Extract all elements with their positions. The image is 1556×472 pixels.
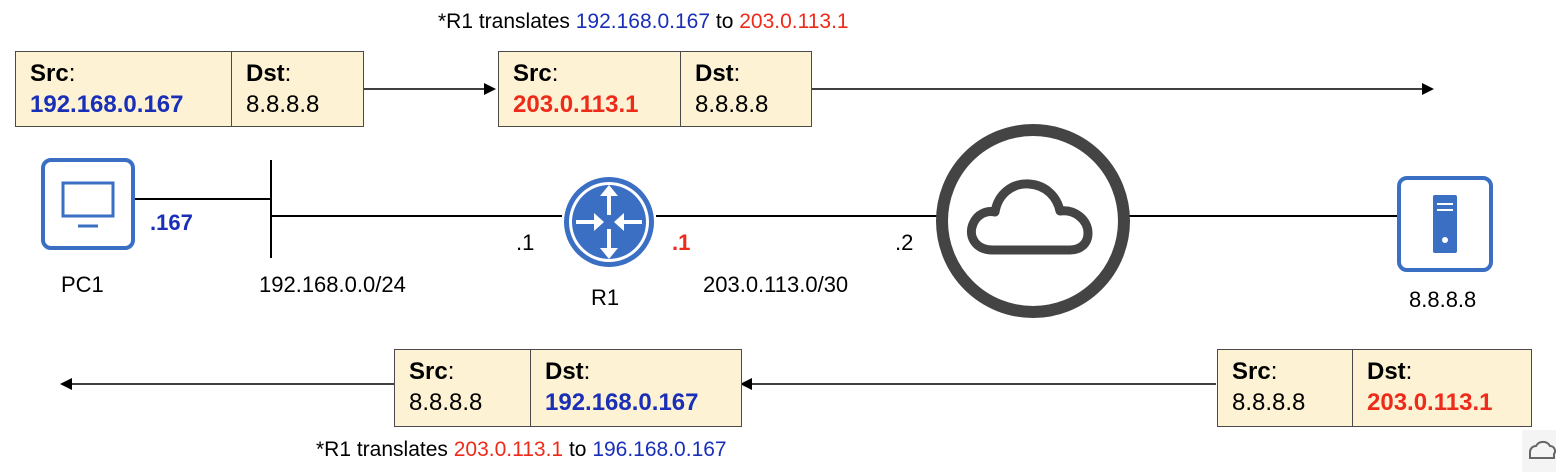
dst-label: Dst	[246, 60, 285, 87]
note-from-address: 203.0.113.1	[453, 438, 564, 461]
note-to-address: 196.168.0.167	[592, 438, 727, 461]
packet-header-outbound-private: Src: 192.168.0.167 Dst: 8.8.8.8	[15, 51, 364, 127]
note-to-address: 203.0.113.1	[739, 10, 849, 33]
pc1-interface-label: .167	[150, 210, 193, 235]
bottom-translation-note: *R1 translates 203.0.113.1 to 196.168.0.…	[316, 438, 727, 462]
note-text: *R1 translates	[316, 438, 454, 461]
server-icon	[1397, 176, 1493, 272]
dst-address: 192.168.0.167	[545, 389, 699, 416]
note-text: *R1 translates	[438, 10, 576, 33]
pc-icon	[41, 158, 135, 250]
src-label: Src	[1232, 358, 1271, 385]
isp-interface-label: .2	[895, 230, 914, 255]
r1-lan-interface-label: .1	[516, 230, 535, 255]
wan-network-label: 203.0.113.0/30	[703, 272, 849, 297]
note-text: to	[710, 10, 740, 33]
dst-label: Dst	[1367, 358, 1406, 385]
watermark-icon	[1522, 430, 1556, 472]
dst-label: Dst	[545, 358, 584, 385]
r1-label: R1	[591, 285, 620, 310]
router-icon	[564, 177, 654, 267]
label-colon: :	[1270, 358, 1278, 385]
src-label: Src	[409, 358, 448, 385]
dst-address: 8.8.8.8	[695, 91, 769, 118]
lan-network-label: 192.168.0.0/24	[259, 272, 406, 297]
top-translation-note: *R1 translates 192.168.0.167 to 203.0.11…	[438, 10, 849, 34]
src-address: 192.168.0.167	[30, 91, 184, 118]
label-colon: :	[1405, 358, 1413, 385]
note-text: to	[563, 438, 593, 461]
server-label: 8.8.8.8	[1409, 287, 1477, 312]
label-colon: :	[284, 60, 292, 87]
dst-address: 203.0.113.1	[1367, 389, 1493, 416]
r1-wan-interface-label: .1	[672, 230, 691, 255]
label-colon: :	[733, 60, 741, 87]
label-colon: :	[447, 358, 455, 385]
src-label: Src	[30, 60, 69, 87]
label-colon: :	[551, 60, 559, 87]
label-colon: :	[583, 358, 591, 385]
src-address: 203.0.113.1	[513, 91, 639, 118]
src-address: 8.8.8.8	[1232, 389, 1306, 416]
packet-header-outbound-public: Src: 203.0.113.1 Dst: 8.8.8.8	[498, 51, 812, 127]
packet-header-return-private: Src: 8.8.8.8 Dst: 192.168.0.167	[394, 349, 742, 427]
src-label: Src	[513, 60, 552, 87]
packet-header-return-public: Src: 8.8.8.8 Dst: 203.0.113.1	[1217, 349, 1532, 427]
label-colon: :	[68, 60, 76, 87]
dst-address: 8.8.8.8	[246, 91, 320, 118]
pc1-label: PC1	[61, 272, 104, 297]
dst-label: Dst	[695, 60, 734, 87]
note-from-address: 192.168.0.167	[575, 10, 711, 33]
internet-cloud-icon	[936, 124, 1130, 318]
src-address: 8.8.8.8	[409, 389, 483, 416]
